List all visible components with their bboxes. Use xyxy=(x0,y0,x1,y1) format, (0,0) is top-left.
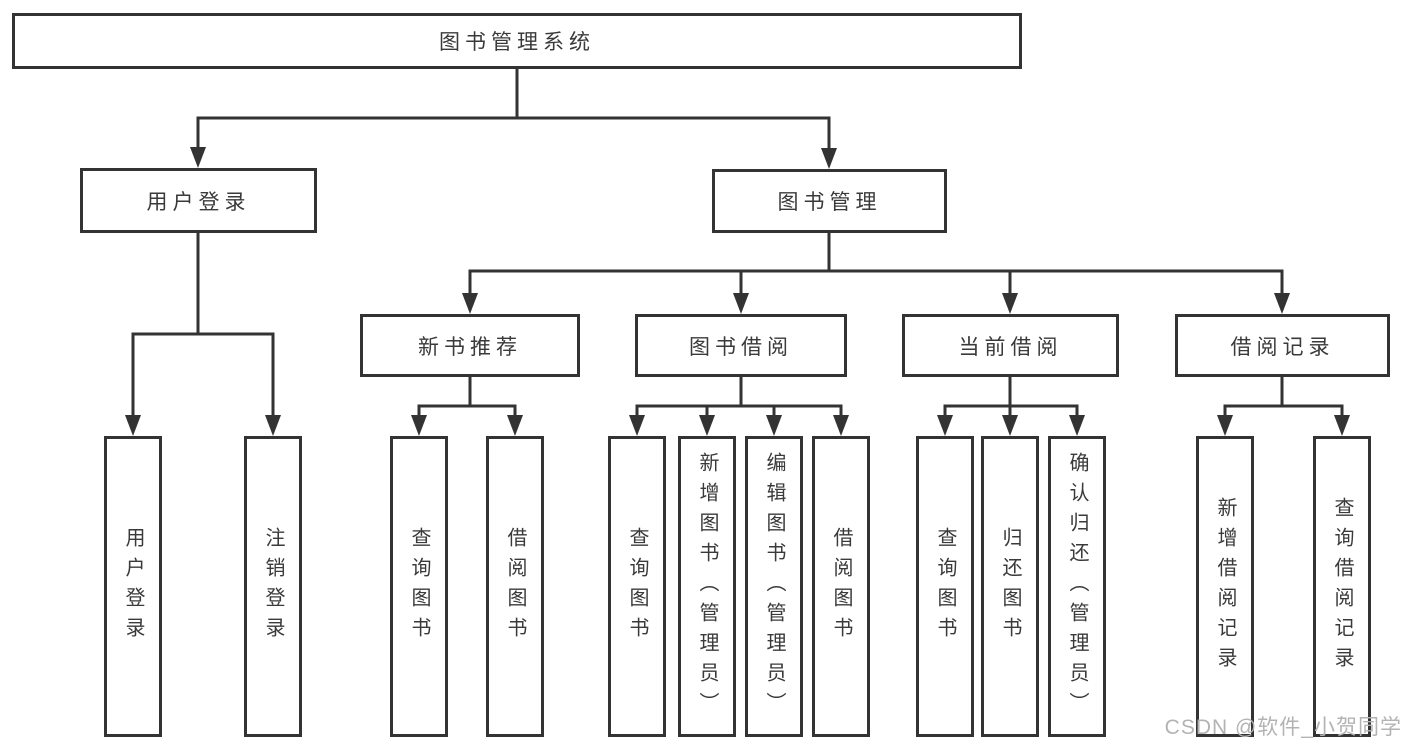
node-new-book-recommend-label: 新书推荐 xyxy=(418,335,522,359)
leaf-borrow-add-books-admin: 新增图书（管理员） xyxy=(678,436,736,737)
node-root: 图书管理系统 xyxy=(12,13,1022,69)
arrowhead-icons xyxy=(125,147,1350,436)
leaf-borrow-add-books-admin-label: 新增图书（管理员） xyxy=(696,451,718,722)
leaf-current-confirm-return-admin-label: 确认归还（管理员） xyxy=(1066,451,1088,722)
leaf-records-query-record-label: 查询借阅记录 xyxy=(1331,496,1353,677)
node-current-borrow-label: 当前借阅 xyxy=(958,335,1063,359)
leaf-current-query-books-label: 查询图书 xyxy=(934,526,956,647)
leaf-current-confirm-return-admin: 确认归还（管理员） xyxy=(1048,436,1106,737)
node-current-borrow: 当前借阅 xyxy=(902,314,1119,377)
node-new-book-recommend: 新书推荐 xyxy=(360,314,580,377)
leaf-newbook-borrow-books-label: 借阅图书 xyxy=(504,526,526,647)
leaf-borrow-edit-books-admin-label: 编辑图书（管理员） xyxy=(763,451,785,722)
node-book-management: 图书管理 xyxy=(712,169,947,233)
node-user-login-label: 用户登录 xyxy=(146,190,251,214)
leaf-current-return-books-label: 归还图书 xyxy=(999,526,1021,647)
leaf-borrow-borrow-books-label: 借阅图书 xyxy=(830,526,852,647)
node-book-borrow: 图书借阅 xyxy=(635,314,847,377)
leaf-newbook-borrow-books: 借阅图书 xyxy=(486,436,544,737)
leaf-logout: 注销登录 xyxy=(244,436,302,737)
leaf-records-add-record-label: 新增借阅记录 xyxy=(1214,496,1236,677)
leaf-newbook-query-books: 查询图书 xyxy=(390,436,448,737)
leaf-user-login-label: 用户登录 xyxy=(122,526,144,647)
leaf-newbook-query-books-label: 查询图书 xyxy=(408,526,430,647)
leaf-current-return-books: 归还图书 xyxy=(981,436,1039,737)
leaf-borrow-query-books: 查询图书 xyxy=(608,436,666,737)
leaf-records-query-record: 查询借阅记录 xyxy=(1313,436,1371,737)
leaf-records-add-record: 新增借阅记录 xyxy=(1196,436,1254,737)
leaf-borrow-edit-books-admin: 编辑图书（管理员） xyxy=(745,436,803,737)
node-borrow-records-label: 借阅记录 xyxy=(1230,335,1335,359)
leaf-logout-label: 注销登录 xyxy=(262,526,284,647)
leaf-borrow-query-books-label: 查询图书 xyxy=(626,526,648,647)
node-book-borrow-label: 图书借阅 xyxy=(689,335,793,359)
node-borrow-records: 借阅记录 xyxy=(1175,314,1390,377)
leaf-borrow-borrow-books: 借阅图书 xyxy=(812,436,870,737)
leaf-current-query-books: 查询图书 xyxy=(916,436,974,737)
node-book-management-label: 图书管理 xyxy=(777,191,882,214)
leaf-user-login: 用户登录 xyxy=(104,436,162,737)
node-root-label: 图书管理系统 xyxy=(439,31,595,54)
node-user-login: 用户登录 xyxy=(80,168,317,233)
